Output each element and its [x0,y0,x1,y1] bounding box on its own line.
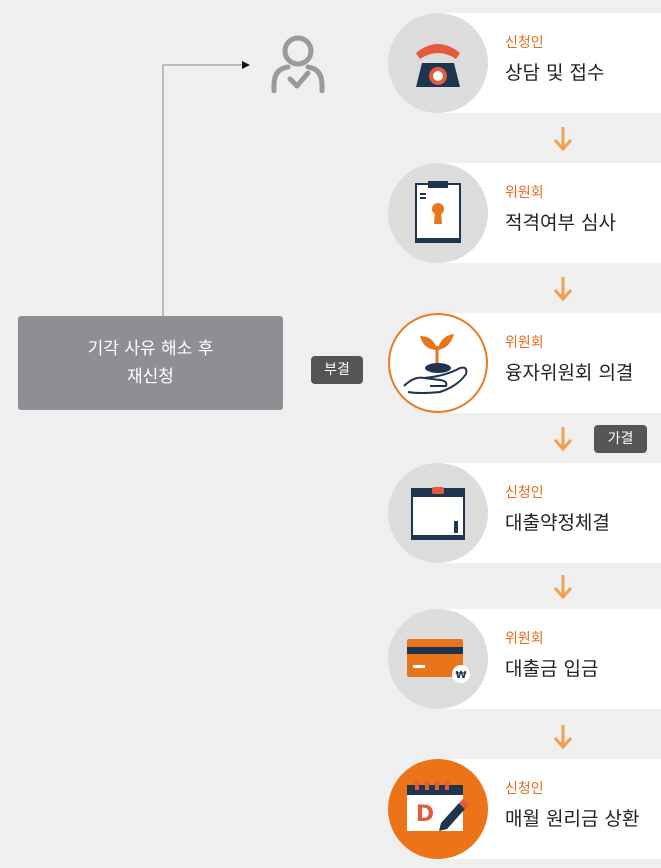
down-arrow-icon [553,277,573,302]
won-card-icon: ₩ [407,639,470,683]
step-title: 상담 및 접수 [505,62,605,84]
reapply-box: 기각 사유 해소 후 재신청 [18,316,283,410]
step-title: 대출약정체결 [505,512,610,534]
step-title: 매월 원리금 상환 [505,808,640,830]
contract-box-icon [411,487,465,540]
step-loan-deposit: ₩ 위원회 대출금 입금 [388,609,661,709]
step-role: 신청인 [505,781,544,797]
calendar-pen-icon: D [407,781,469,831]
down-arrow-icon [553,725,573,750]
step-monthly-repayment: D 신청인 매월 원리금 상환 [388,759,661,859]
step-loan-agreement: 신청인 대출약정체결 [388,463,661,563]
step-role: 신청인 [505,485,544,501]
step-icon-circle [388,463,488,563]
step-loan-committee: 위원회 융자위원회 의결 [388,313,661,413]
applicant-check-icon [271,35,325,93]
reapply-line-2: 재신청 [127,367,174,387]
svg-text:₩: ₩ [455,670,466,681]
approved-tag: 가결 [594,425,647,453]
sprout-in-hand-icon [403,334,468,394]
step-icon-circle: D [388,759,488,859]
step-icon-circle [388,13,488,113]
step-title: 대출금 입금 [505,658,599,680]
down-arrow-icon [553,127,573,152]
reapply-line-1: 기각 사유 해소 후 [87,339,214,359]
step-role: 신청인 [505,35,544,51]
telephone-icon [416,44,460,87]
down-arrow-icon [553,575,573,600]
down-arrow-icon [553,427,573,452]
step-icon-circle [388,163,488,263]
rejected-tag: 부결 [311,356,363,384]
step-role: 위원회 [505,335,544,351]
document-keyhole-icon [415,181,461,243]
step-role: 위원회 [505,631,544,647]
step-icon-circle: ₩ [388,609,488,709]
step-icon-circle [388,313,488,413]
step-eligibility-review: 위원회 적격여부 심사 [388,163,661,263]
step-title: 융자위원회 의결 [505,362,634,384]
step-title: 적격여부 심사 [505,212,616,234]
step-role: 위원회 [505,185,544,201]
svg-text:D: D [416,802,434,827]
step-consultation: 신청인 상담 및 접수 [388,13,661,113]
